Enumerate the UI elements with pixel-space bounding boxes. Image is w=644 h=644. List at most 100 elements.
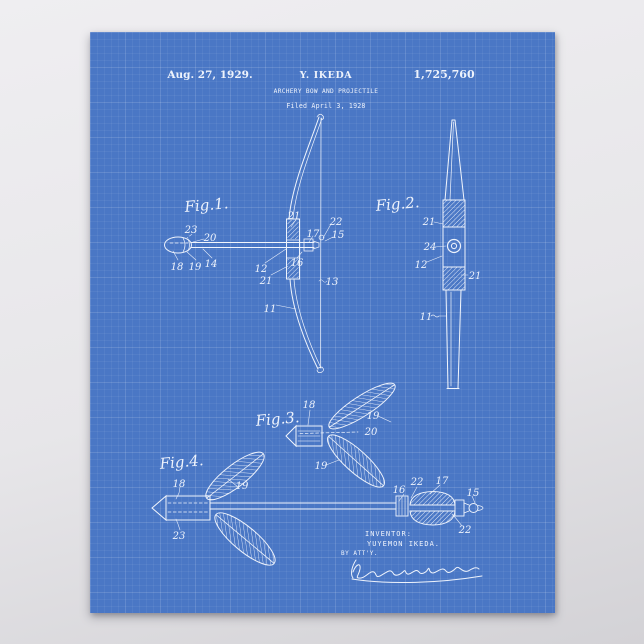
upper-limb <box>288 116 320 220</box>
ref-label: 22 <box>410 477 424 488</box>
fig1-label: Fig.1. <box>183 194 229 216</box>
attorney-signature-icon <box>351 559 483 584</box>
inventor-label: INVENTOR: <box>365 530 412 538</box>
head-hidden-lines <box>167 502 209 513</box>
bow-top-nock <box>316 113 325 121</box>
fig2-reference-numbers: 21 24 12 21 11 <box>415 217 482 323</box>
patent-filed-date: Filed April 3, 1928 <box>286 102 365 110</box>
nock-tip <box>477 505 484 511</box>
patent-title: ARCHERY BOW AND PROJECTILE <box>274 88 379 95</box>
collar-lines <box>398 496 406 516</box>
head-cylinder <box>295 425 323 447</box>
arrow-head-cylinder <box>165 495 211 521</box>
grip-wrap-lower-front <box>442 266 466 291</box>
rear-fletching-upper <box>409 490 456 506</box>
ref-label: 11 <box>420 312 433 323</box>
patent-number: 1,725,760 <box>413 68 475 81</box>
fig1-leader-lines <box>172 217 334 310</box>
fig3-reference-numbers: 18 19 20 19 <box>303 400 380 472</box>
ref-label: 12 <box>415 260 428 271</box>
bow-string <box>320 117 322 369</box>
ref-label: 17 <box>307 229 320 240</box>
patent-header: Aug. 27, 1929. Y. IKEDA 1,725,760 ARCHER… <box>166 68 475 110</box>
head-cone <box>285 424 297 448</box>
patent-date: Aug. 27, 1929. <box>166 69 252 81</box>
ref-label: 15 <box>467 488 480 499</box>
bow-grip <box>286 218 300 280</box>
lower-feather <box>214 512 276 566</box>
fig2-label: Fig.2. <box>374 193 420 215</box>
patent-drawing-art: Aug. 27, 1929. Y. IKEDA 1,725,760 ARCHER… <box>151 68 484 584</box>
fig2-bow-front-view: Fig.2. 21 24 <box>374 119 482 389</box>
grip-wrap-upper <box>287 220 299 239</box>
fig4-label: Fig.4. <box>158 451 204 473</box>
ref-label: 16 <box>291 258 304 269</box>
ref-label: 20 <box>364 427 378 438</box>
ball-detail <box>182 237 190 253</box>
nock-neck <box>463 502 470 514</box>
ref-label: 16 <box>393 485 406 496</box>
fig3-label: Fig.3. <box>254 408 300 430</box>
rear-fletching-lower <box>409 510 456 526</box>
upper-feather <box>328 382 396 430</box>
ref-label: 17 <box>436 476 449 487</box>
fig2-leader-lines <box>426 221 469 318</box>
ref-label: 24 <box>423 242 437 253</box>
ref-label: 21 <box>468 271 482 282</box>
nock-piece <box>454 499 465 517</box>
fig4-leader-lines <box>175 478 476 531</box>
grip-middle-front <box>442 226 466 268</box>
hidden-centerline <box>299 431 359 434</box>
ref-label: 18 <box>171 262 184 273</box>
arrow-nock <box>312 240 320 250</box>
ref-label: 22 <box>329 217 343 228</box>
nock-knob <box>468 503 479 513</box>
fig3-leader-lines <box>307 409 392 466</box>
ref-label: 11 <box>264 304 277 315</box>
fig1-reference-numbers: 21 22 17 15 23 20 18 19 14 12 16 21 13 1… <box>171 211 345 315</box>
inventor-block: INVENTOR: YUYEMON IKEDA. BY ATT'Y. <box>341 530 483 584</box>
ref-label: 22 <box>458 525 472 536</box>
upper-feather <box>205 451 265 501</box>
ref-label: 21 <box>287 211 301 222</box>
ref-label: 19 <box>189 262 202 273</box>
ref-label: 18 <box>173 479 186 490</box>
grip-wrap-lower <box>287 259 299 278</box>
patent-blueprint-poster: Aug. 27, 1929. Y. IKEDA 1,725,760 ARCHER… <box>90 32 555 613</box>
ref-label: 23 <box>172 531 186 542</box>
upper-limb-inner <box>292 117 323 220</box>
patent-inventor-name: Y. IKEDA <box>299 70 353 81</box>
lower-feather <box>327 434 385 488</box>
upper-limb-front <box>444 119 465 201</box>
ref-label: 15 <box>332 230 345 241</box>
arrow-nock-fitting <box>303 238 314 252</box>
grip-wrap-upper-front <box>442 199 466 228</box>
bow-bottom-nock <box>316 366 324 374</box>
fig4-arrow-drawing: Fig.4. <box>151 451 484 566</box>
ref-label: 23 <box>184 225 198 236</box>
lower-limb-inner <box>293 278 322 369</box>
arrow-tip-cone <box>151 494 167 522</box>
fletch-collar <box>395 495 409 517</box>
lower-limb <box>289 278 319 370</box>
arrow-ball-head <box>164 236 192 254</box>
ref-label: 19 <box>367 411 380 422</box>
ref-label: 21 <box>422 217 436 228</box>
fig4-reference-numbers: 18 19 23 16 22 17 15 22 <box>172 476 480 542</box>
ref-label: 19 <box>236 481 249 492</box>
ref-label: 21 <box>259 276 273 287</box>
cylinder-texture <box>297 430 321 442</box>
upper-limb-front-inner <box>449 121 454 201</box>
string-ring <box>318 234 325 241</box>
ref-label: 14 <box>205 259 218 270</box>
ref-label: 18 <box>303 400 316 411</box>
fig1-bow-drawing: Fig.1. <box>164 113 345 374</box>
lower-limb-front <box>445 289 462 389</box>
fig3-projectile-drawing: Fig.3. 18 <box>254 382 396 488</box>
inventor-name: YUYEMON IKEDA. <box>367 540 440 548</box>
grip-hole-inner <box>450 242 458 250</box>
ref-label: 13 <box>326 277 339 288</box>
ref-label: 19 <box>315 461 328 472</box>
ref-label: 20 <box>203 233 217 244</box>
